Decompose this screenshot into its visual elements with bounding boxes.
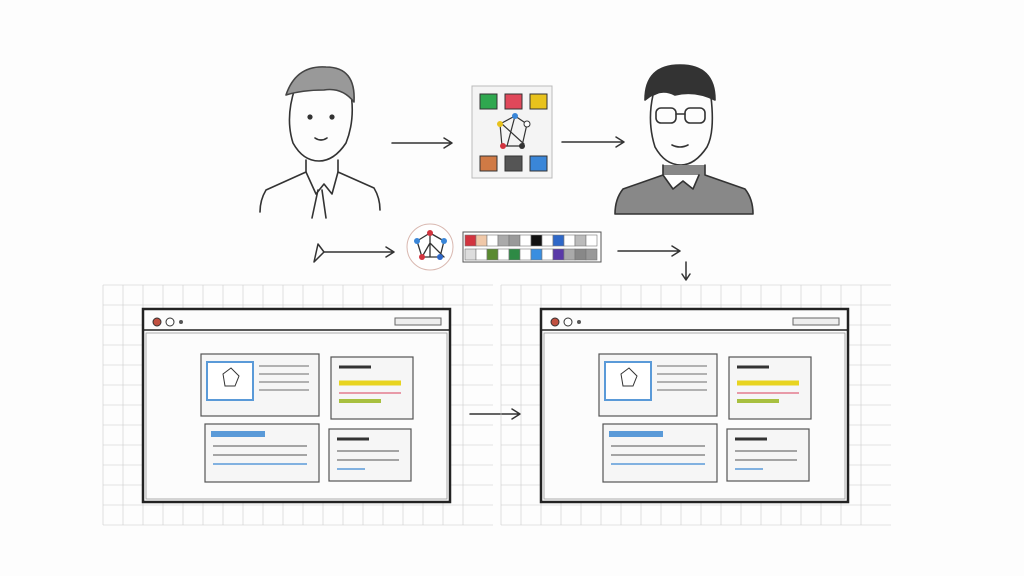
address-bar [792, 317, 840, 326]
arrows [313, 136, 691, 420]
color-swatch [464, 248, 477, 261]
color-swatch [497, 234, 510, 247]
color-swatch [541, 248, 554, 261]
arrow-right-icon [617, 245, 681, 257]
maximize-dot-icon [179, 320, 183, 324]
color-swatch [475, 248, 488, 261]
card-frame [328, 428, 412, 482]
color-token-strip [462, 231, 602, 263]
color-swatch [563, 248, 576, 261]
color-swatch [464, 234, 477, 247]
address-bar [394, 317, 442, 326]
image-thumbnail [604, 361, 652, 401]
color-swatch [541, 234, 554, 247]
color-swatch [519, 248, 532, 261]
color-swatch [530, 234, 543, 247]
content-card [330, 356, 414, 420]
content-card [602, 423, 718, 483]
color-swatch [552, 234, 565, 247]
color-swatch [504, 155, 523, 172]
content-card [728, 356, 812, 420]
color-swatch [508, 248, 521, 261]
color-swatch [529, 155, 548, 172]
browser-window-design [102, 284, 493, 526]
color-swatch [475, 234, 488, 247]
node-graph-icon [620, 367, 638, 387]
close-dot-icon [550, 317, 560, 327]
content-card [200, 353, 320, 417]
color-swatch [563, 234, 576, 247]
content-area [543, 332, 846, 500]
color-swatch [479, 155, 498, 172]
content-area [145, 332, 448, 500]
arrow-down-icon [681, 261, 691, 281]
content-card [726, 428, 810, 482]
arrow-right-icon [469, 408, 521, 420]
component-node-graph [406, 223, 454, 271]
color-swatch [552, 248, 565, 261]
color-swatch [504, 93, 523, 110]
content-card [204, 423, 320, 483]
color-swatch [497, 248, 510, 261]
color-swatch [519, 234, 532, 247]
arrow-right-icon [323, 246, 395, 258]
color-swatch [574, 234, 587, 247]
arrow-right-icon [561, 136, 625, 148]
cursor-icon [313, 243, 325, 263]
color-swatch [529, 93, 548, 110]
node-graph-icon [222, 367, 240, 387]
person-developer [614, 64, 754, 215]
maximize-dot-icon [577, 320, 581, 324]
color-swatch [479, 93, 498, 110]
content-card [598, 353, 718, 417]
arrow-right-icon [391, 137, 453, 149]
minimize-dot-icon [165, 317, 175, 327]
design-palette-card [471, 85, 553, 179]
image-thumbnail [206, 361, 254, 401]
minimize-dot-icon [563, 317, 573, 327]
browser-window-implementation [500, 284, 891, 526]
color-swatch [486, 234, 499, 247]
color-swatch [585, 248, 598, 261]
card-frame [726, 428, 810, 482]
color-swatch [486, 248, 499, 261]
color-swatch [508, 234, 521, 247]
color-swatch [585, 234, 598, 247]
close-dot-icon [152, 317, 162, 327]
content-card [328, 428, 412, 482]
color-swatch [530, 248, 543, 261]
color-swatch [574, 248, 587, 261]
person-designer [259, 66, 381, 219]
